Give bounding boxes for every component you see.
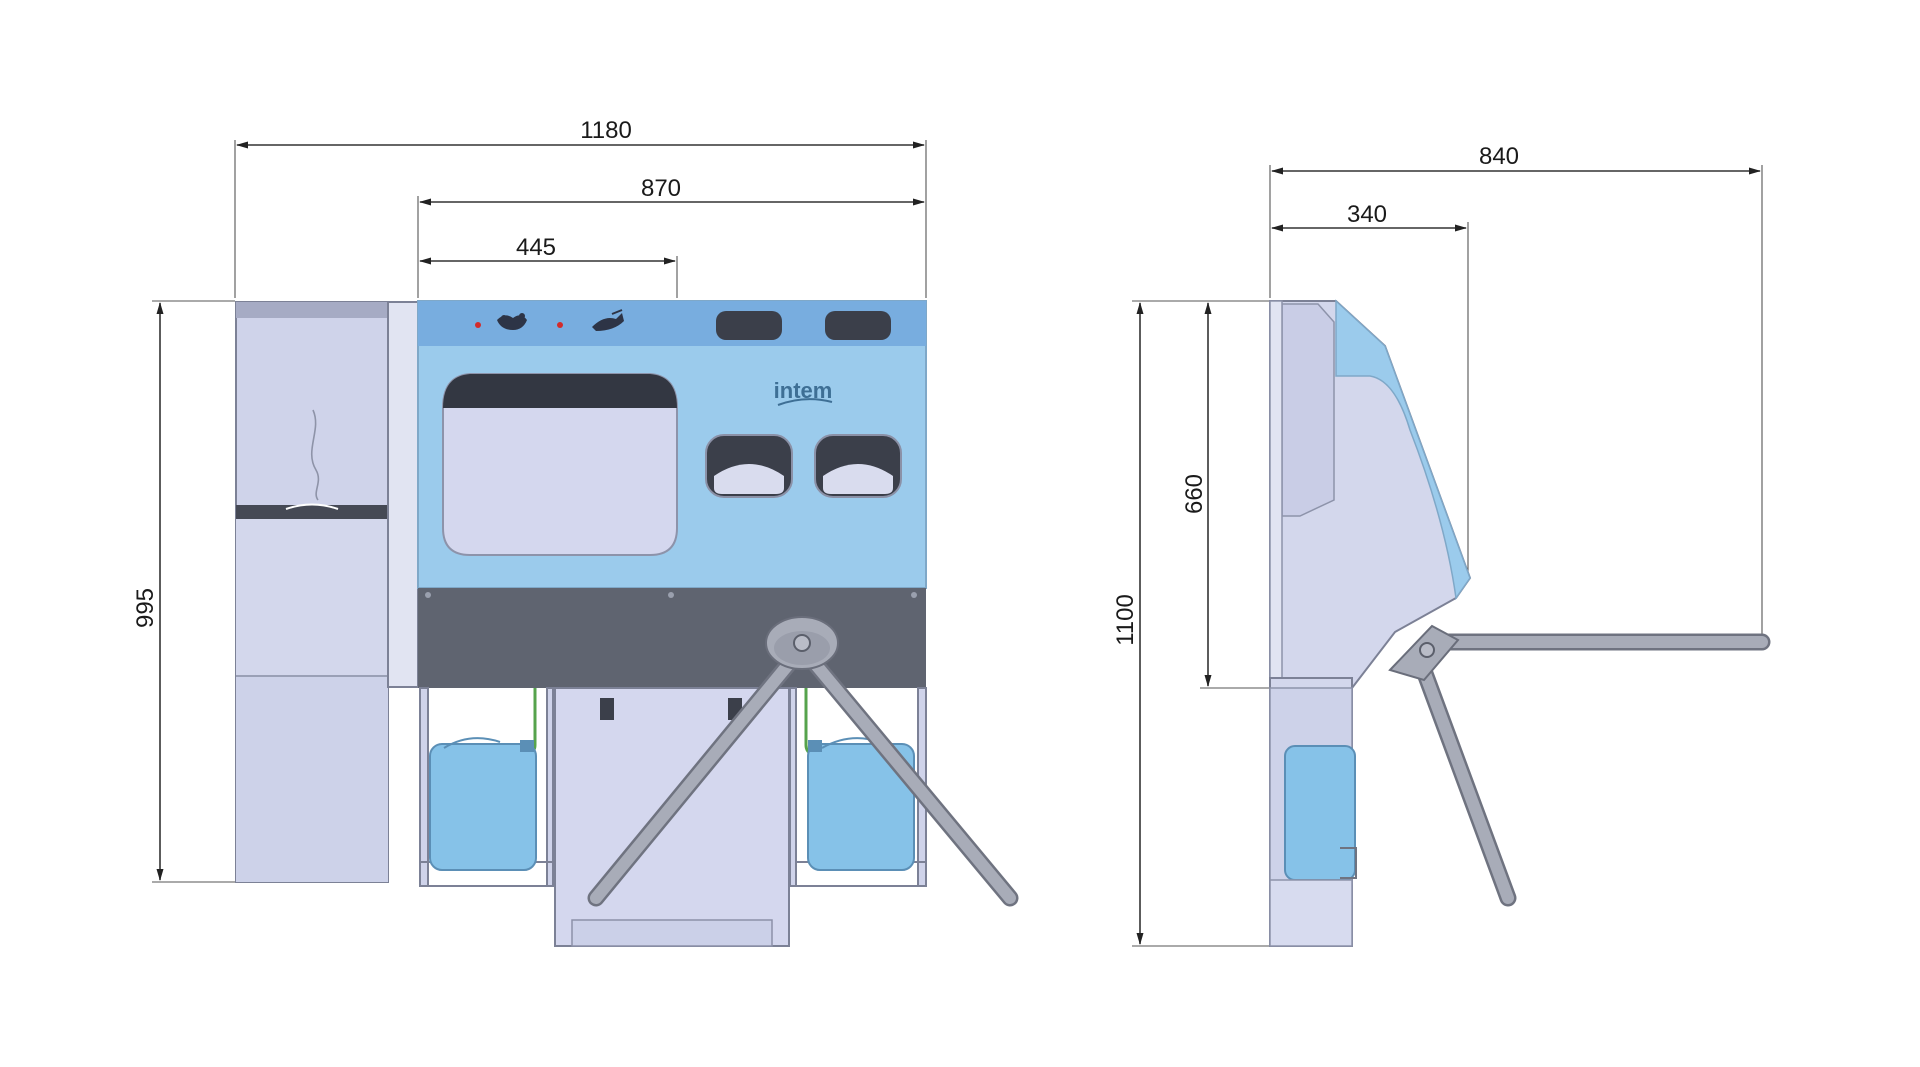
side-view: 840 340 660 1100	[1112, 143, 1771, 947]
dimension-dryer-width: 445	[419, 234, 678, 298]
dimension-label-1100: 1100	[1112, 594, 1139, 646]
side-lower-column	[1269, 677, 1357, 947]
dimension-label-870: 870	[641, 175, 681, 202]
dimension-side-depth: 840	[1269, 143, 1763, 640]
dimension-head-depth: 340	[1271, 201, 1469, 580]
soap-canister-right	[804, 688, 915, 871]
dimension-head-height: 660	[1181, 300, 1270, 689]
logo-swoosh	[777, 398, 833, 406]
dimension-label-1180: 1180	[580, 117, 632, 144]
soap-canister-left	[429, 688, 537, 871]
dimension-label-660: 660	[1181, 474, 1208, 514]
mechanism-housing-band	[418, 588, 926, 688]
dimension-side-total-height: 1100	[1112, 300, 1270, 947]
dimension-label-340: 340	[1347, 201, 1387, 228]
towel-dispenser-cabinet	[235, 301, 419, 883]
status-light-right	[557, 322, 563, 328]
tripod-turnstile	[587, 616, 1019, 907]
status-light-left	[475, 322, 481, 328]
paper-towel-icon	[311, 409, 320, 501]
display-window-right	[825, 311, 891, 340]
dimension-label-445: 445	[516, 234, 556, 261]
hand-dryer-opening	[442, 373, 678, 556]
dimension-cabinet-width: 870	[417, 175, 925, 298]
side-soap-canister	[1284, 745, 1356, 881]
dimension-label-995: 995	[132, 588, 159, 628]
dimension-overall-width: 1180	[234, 117, 927, 298]
hand-dry-icon	[592, 309, 624, 331]
main-cabinet: intem	[417, 300, 927, 589]
side-cabinet-body	[1269, 299, 1472, 689]
sanitizer-cup-left	[705, 434, 793, 498]
sanitizer-cup-right	[814, 434, 902, 498]
dimension-front-height: 995	[132, 300, 235, 883]
side-turnstile	[1388, 624, 1771, 907]
display-window-left	[716, 311, 782, 340]
dimension-label-840: 840	[1479, 143, 1519, 170]
front-view: 1180 870 445 995	[132, 117, 1019, 947]
hand-wash-icon	[497, 313, 527, 330]
